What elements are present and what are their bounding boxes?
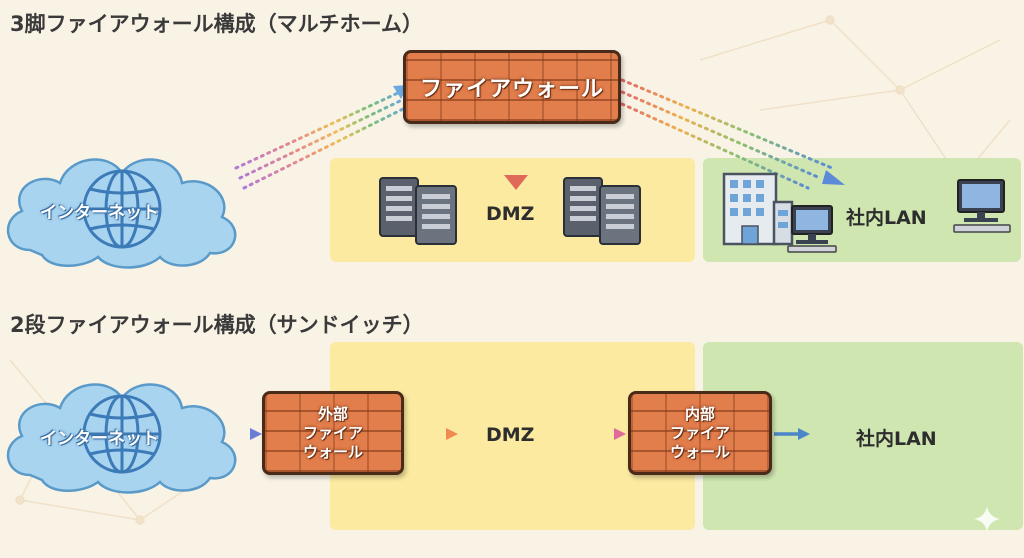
firewall-1: ファイアウォール <box>403 50 621 124</box>
dmz-1-label: DMZ <box>486 203 535 225</box>
lan-2-label: 社内LAN <box>856 428 937 450</box>
desktop-computer-icon <box>953 179 1011 233</box>
outer-firewall: 外部 ファイア ウォール <box>262 391 404 475</box>
desktop-computer-icon <box>787 205 837 253</box>
outer-firewall-line3: ウォール <box>302 442 363 461</box>
diagram1-title: 3脚ファイアウォール構成（マルチホーム） <box>10 12 423 36</box>
inner-firewall-line2: ファイア <box>669 423 730 442</box>
outer-firewall-to-dmz-arrow <box>406 428 458 440</box>
internet-cloud-1 <box>6 158 237 269</box>
globe-icon <box>82 394 162 474</box>
internet-2-label: インターネット <box>40 429 159 449</box>
office-building-icon <box>722 172 794 246</box>
sparkle-icon <box>974 506 1000 532</box>
inner-firewall-line3: ウォール <box>669 442 730 461</box>
internet-1-label: インターネット <box>40 203 159 223</box>
diagram1-connections <box>234 78 845 190</box>
outer-firewall-line2: ファイア <box>302 423 363 442</box>
dmz-to-inner-firewall-arrow <box>566 428 626 440</box>
firewall-1-label: ファイアウォール <box>419 77 604 102</box>
outer-firewall-line1: 外部 <box>317 404 348 423</box>
globe-icon <box>82 169 162 249</box>
diagram2-title: 2段ファイアウォール構成（サンドイッチ） <box>10 313 424 337</box>
internet-to-firewall-arrow <box>234 90 407 190</box>
lan-1-label: 社内LAN <box>846 207 927 229</box>
firewall-to-dmz-arrow <box>506 124 526 180</box>
arrowhead-to-dmz <box>504 175 528 190</box>
dmz-2-label: DMZ <box>486 424 535 446</box>
inner-firewall-to-lan-arrow <box>774 428 810 440</box>
arrowhead-to-lan <box>822 170 845 185</box>
inner-firewall-line1: 内部 <box>684 404 715 423</box>
server-rack-icon <box>563 177 641 245</box>
server-rack-icon <box>379 177 457 245</box>
inner-firewall: 内部 ファイア ウォール <box>628 391 772 475</box>
internet-cloud-2 <box>6 383 237 494</box>
internet-to-outer-firewall-arrow <box>232 428 262 440</box>
